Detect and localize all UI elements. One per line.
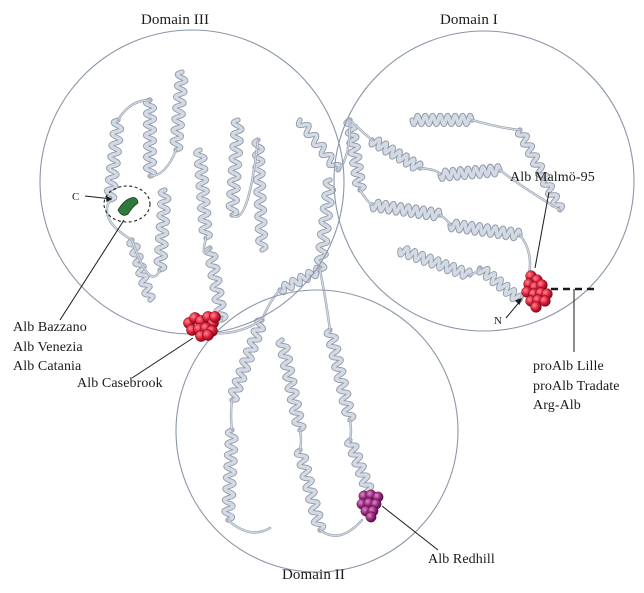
domain-iii-circle [40, 30, 344, 334]
variant-label-malmo: Alb Malmö-95 [510, 169, 595, 187]
variant-group-domain-iii: Alb Bazzano Alb Venezia Alb Catania [13, 318, 87, 377]
protein-ribbon-backbone [106, 72, 562, 536]
leader-line-malmo [535, 192, 549, 268]
variant-redhill-residue [357, 490, 383, 522]
leader-line-casebrook [132, 338, 193, 378]
variant-label: proAlb Lille [533, 357, 620, 377]
variant-label-casebrook: Alb Casebrook [77, 375, 163, 393]
variant-label: proAlb Tradate [533, 377, 620, 397]
n-terminus-label: N [494, 312, 502, 330]
domain-iii-title: Domain III [141, 11, 209, 29]
variant-group-domain-i: proAlb Lille proAlb Tradate Arg-Alb [533, 357, 620, 416]
domain-i-title: Domain I [440, 11, 498, 29]
variant-casebrook-residue [183, 311, 220, 341]
variant-malmo-residue [522, 271, 553, 313]
variant-label: Alb Bazzano [13, 318, 87, 338]
variant-label-redhill: Alb Redhill [428, 551, 495, 569]
leader-line-redhill [382, 506, 438, 550]
variant-label: Arg-Alb [533, 396, 620, 416]
variant-label: Alb Venezia [13, 338, 87, 358]
domain-ii-title: Domain II [282, 566, 345, 584]
leader-line-bazzano [60, 220, 124, 320]
variant-label: Alb Catania [13, 357, 87, 377]
c-terminus-label: C [72, 188, 79, 206]
c-terminus-green-segment [118, 198, 138, 216]
